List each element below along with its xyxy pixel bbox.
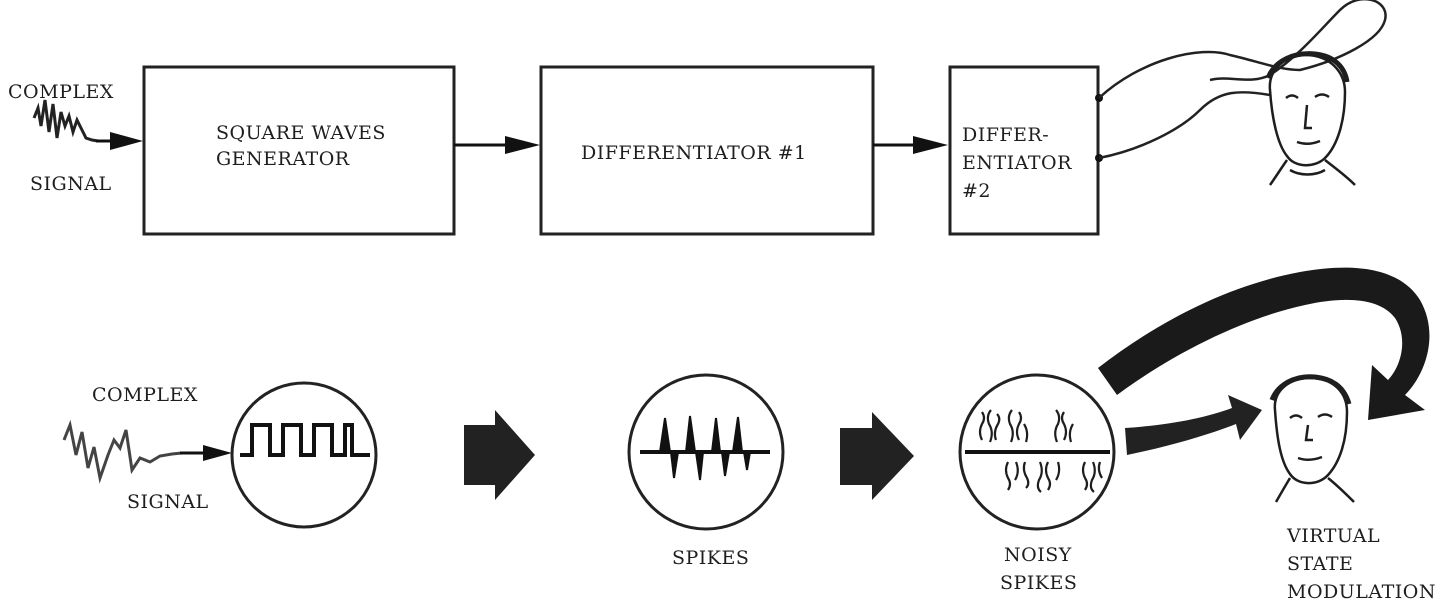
- differentiator-2-line3: #2: [962, 180, 992, 202]
- arrowhead-2: [505, 136, 540, 154]
- square-waves-generator-block: [142, 65, 456, 236]
- big-arrow-1: [464, 410, 535, 500]
- noisy-spikes-trace: [978, 409, 1103, 493]
- differentiator-2-label: DIFFER- ENTIATOR #2: [962, 121, 1072, 205]
- wire-top: [1098, 0, 1387, 99]
- complex-signal-waveform: [32, 99, 99, 143]
- arrow-noisy-to-head: [1125, 395, 1262, 455]
- spikes-trace: [658, 415, 752, 481]
- differentiator-1-block: [539, 65, 875, 236]
- differentiator-1-label: DIFFERENTIATOR #1: [581, 142, 807, 164]
- complex-signal-waveform-bottom: [62, 419, 183, 484]
- bottom-input-label-signal: SIGNAL: [127, 491, 209, 513]
- head-icon-bottom: [1269, 374, 1355, 503]
- square-wave-trace: [240, 423, 370, 457]
- differentiator-2-block: [948, 65, 1100, 236]
- top-input-label-signal: SIGNAL: [30, 173, 112, 195]
- noisy-spikes-line1: NOISY: [1004, 544, 1072, 566]
- virtual-state-line1: VIRTUAL: [1287, 525, 1381, 547]
- big-arrow-2: [840, 412, 914, 500]
- square-wave-scope: [230, 381, 378, 529]
- noisy-spikes-scope: [958, 373, 1116, 531]
- noisy-spikes-line2: SPIKES: [1000, 572, 1078, 594]
- spikes-label: SPIKES: [672, 547, 750, 569]
- bottom-input-label-complex: COMPLEX: [92, 384, 198, 406]
- wire-bottom: [1098, 90, 1271, 160]
- top-input-label-complex: COMPLEX: [8, 81, 114, 103]
- virtual-state-line3: MODULATION: [1287, 581, 1436, 603]
- virtual-state-line2: STATE: [1287, 553, 1354, 575]
- differentiator-2-line1: DIFFER-: [962, 124, 1050, 146]
- feedback-curved-arrow: [1098, 267, 1430, 420]
- spikes-scope: [627, 373, 785, 531]
- virtual-state-modulation-label: VIRTUAL STATE MODULATION: [1287, 522, 1436, 606]
- head-icon-top: [1265, 51, 1356, 186]
- square-waves-generator-label: SQUARE WAVES GENERATOR: [216, 120, 386, 172]
- square-waves-generator-line2: GENERATOR: [216, 148, 350, 170]
- arrowhead-3: [913, 136, 948, 154]
- square-waves-generator-line1: SQUARE WAVES: [216, 122, 386, 144]
- differentiator-2-line2: ENTIATOR: [962, 152, 1072, 174]
- arrowhead-1: [110, 132, 143, 150]
- arrowhead-4: [203, 445, 232, 461]
- noisy-spikes-label: NOISY SPIKES: [1000, 541, 1077, 597]
